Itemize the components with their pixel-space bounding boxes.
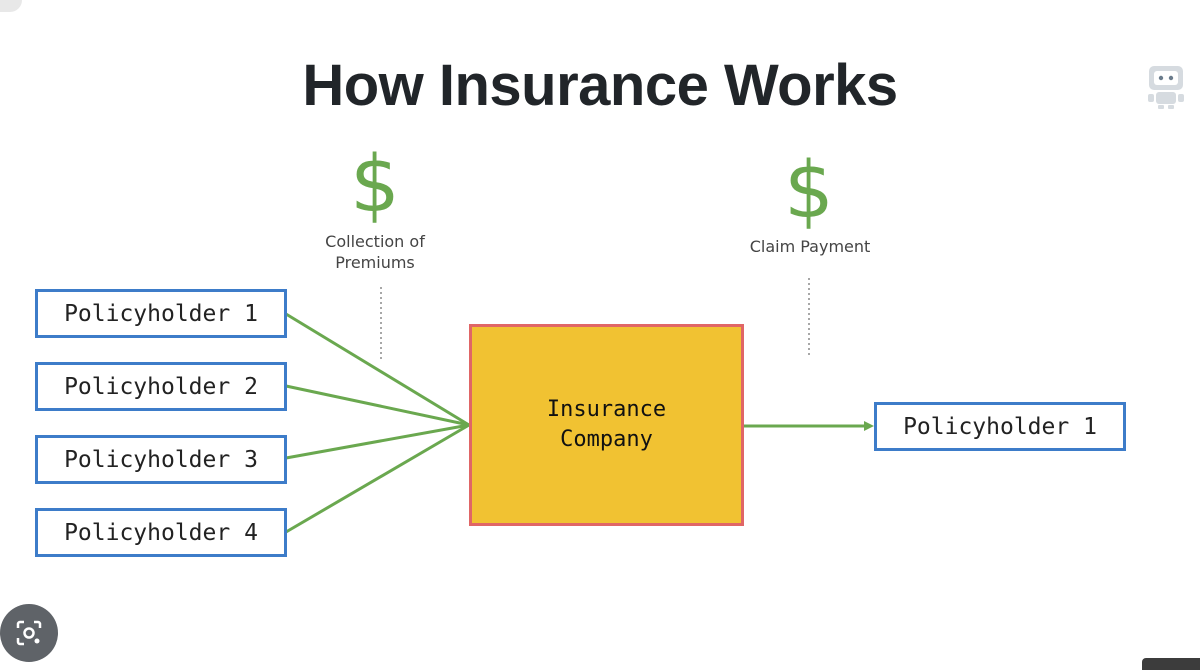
premium-caption-line2: Premiums [335,253,415,272]
company-label-line1: Insurance [546,397,667,422]
premium-line-2 [285,384,470,427]
policyholder-box-3: Policyholder 3 [35,435,287,484]
overlay-corner-badge [1142,658,1200,670]
insurance-company-box: Insurance Company [469,324,744,526]
camera-lens-icon [16,620,42,646]
policyholder-box-2: Policyholder 2 [35,362,287,411]
premium-line-4 [285,423,470,534]
policyholder-label: Policyholder 2 [64,373,258,400]
robot-icon [1148,66,1184,109]
company-label-line2: Company [560,427,653,452]
policyholder-label: Policyholder 3 [64,446,258,473]
claim-caption: Claim Payment [749,237,871,256]
diagram-title: How Insurance Works [302,53,898,118]
premium-line-1 [285,312,470,427]
premium-caption: Collection of Premiums [295,231,455,273]
window-corner [0,0,22,12]
premium-line-3 [285,423,470,460]
policyholder-box-4: Policyholder 4 [35,508,287,557]
claim-policyholder-box: Policyholder 1 [874,402,1126,451]
premium-dollar-icon: $ [350,140,400,230]
policyholder-label: Policyholder 1 [64,300,258,327]
premium-caption-line1: Collection of [325,232,425,251]
claim-dollar-icon: $ [784,146,834,236]
policyholder-label: Policyholder 4 [64,519,258,546]
lens-search-button[interactable] [0,604,58,662]
policyholder-box-1: Policyholder 1 [35,289,287,338]
policyholder-label: Policyholder 1 [903,413,1097,440]
